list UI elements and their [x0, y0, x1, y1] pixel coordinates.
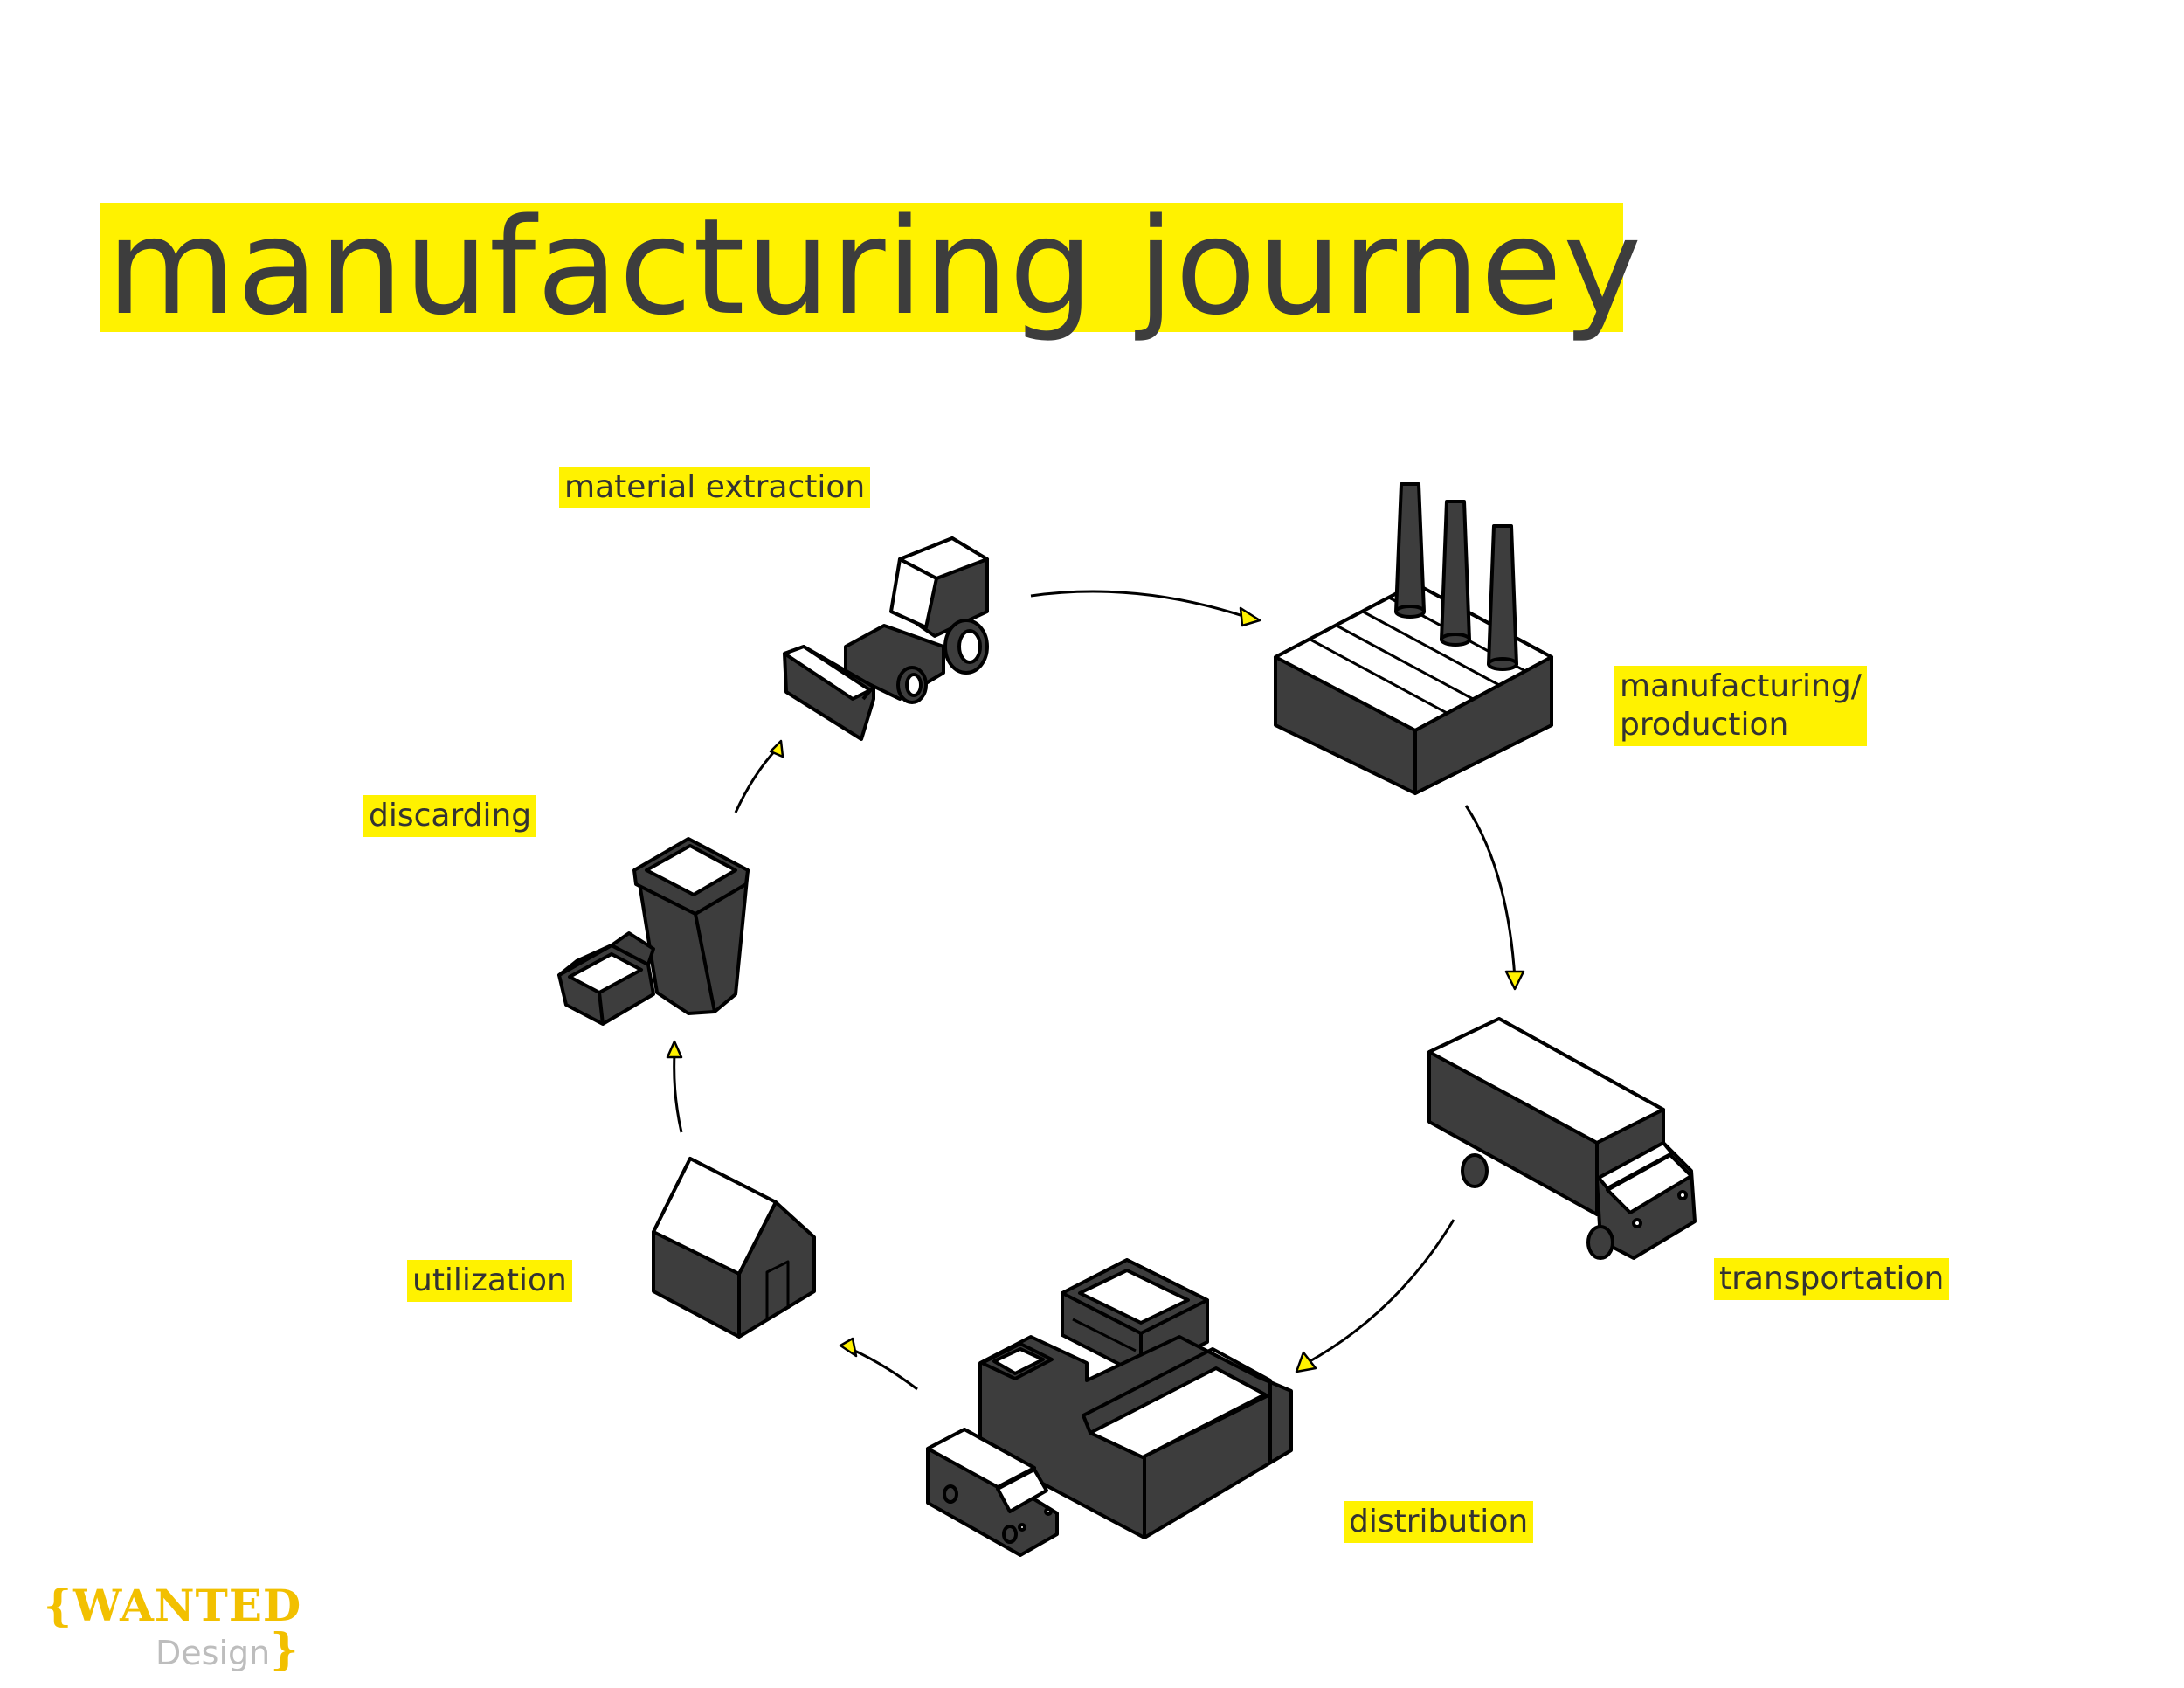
label-utilization: utilization [407, 1260, 572, 1302]
logo-design-text: Design} [156, 1623, 299, 1675]
label-transportation: transportation [1714, 1258, 1950, 1300]
arrowhead-2 [1504, 970, 1525, 991]
arrow-distribution-to-utilization [850, 1347, 918, 1391]
label-manufacturing-production: manufacturing/ production [1614, 666, 1867, 746]
arrowhead-3 [1295, 1351, 1317, 1373]
logo-wanted-text: {WANTED [44, 1580, 302, 1631]
arrow-extraction-to-manufacturing [1030, 590, 1247, 619]
arrowhead-4 [839, 1337, 858, 1358]
arrowhead-6 [769, 739, 784, 758]
page-title: manufacturing journey [100, 201, 1641, 334]
label-discarding: discarding [363, 795, 537, 837]
arrowhead-1 [1239, 606, 1261, 627]
label-distribution: distribution [1344, 1501, 1534, 1543]
arrow-utilization-to-discarding [673, 1053, 683, 1133]
arrow-manufacturing-to-transportation [1464, 805, 1517, 979]
label-material-extraction: material extraction [559, 467, 871, 508]
arrow-transportation-to-distribution [1306, 1219, 1455, 1365]
arrowhead-5 [666, 1040, 683, 1059]
